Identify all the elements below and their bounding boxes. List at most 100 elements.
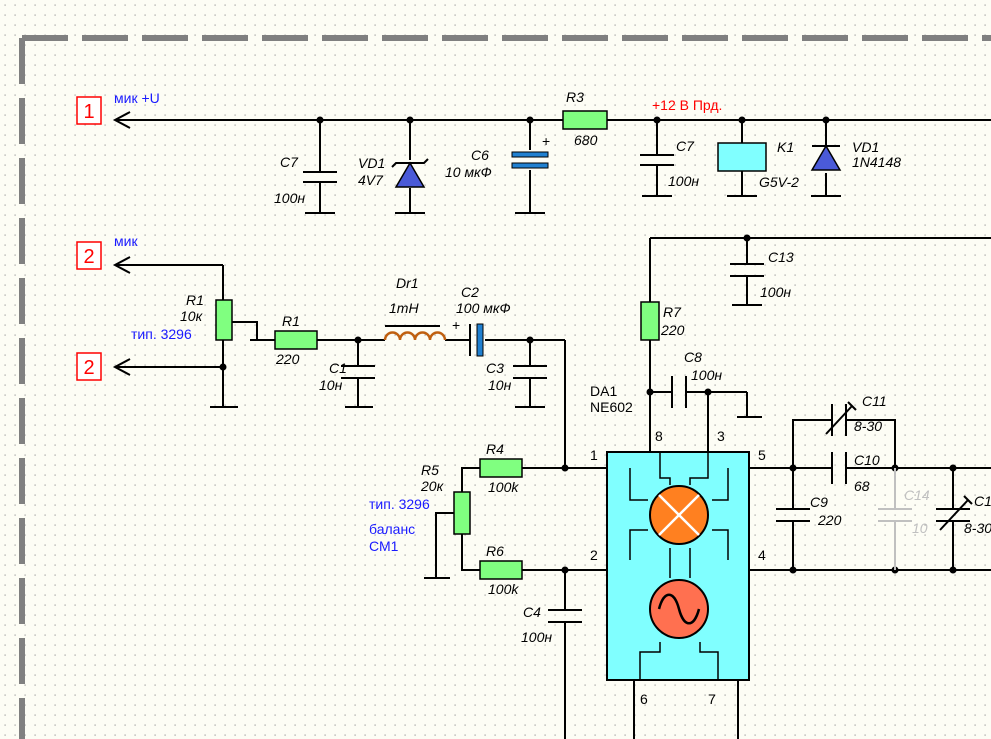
c7b-val: 100н — [668, 173, 699, 189]
capacitor-c10 — [831, 452, 847, 484]
connector-2-mic: 2 — [76, 241, 102, 270]
r7-val: 220 — [660, 322, 685, 338]
c10-ref: C10 — [854, 452, 880, 468]
c6-ref: C6 — [471, 147, 489, 163]
c9-val: 220 — [817, 512, 842, 528]
vd1-ref: VD1 — [358, 155, 385, 171]
connector-2b-num: 2 — [83, 357, 94, 379]
trimmer-r5 — [453, 491, 471, 535]
c11-ref: C11 — [862, 393, 887, 409]
resistor-r6 — [479, 560, 523, 580]
r1-val: 10к — [180, 308, 204, 324]
c13-ref: C13 — [768, 249, 794, 265]
chip-pin-4: 4 — [758, 547, 766, 563]
capacitor-c1 — [341, 365, 375, 379]
capacitor-c9 — [776, 508, 810, 522]
sheet-border — [19, 35, 991, 739]
k1-ref: K1 — [777, 139, 794, 155]
chip-pin-8: 8 — [655, 428, 663, 444]
dr1-val: 1mH — [389, 300, 419, 316]
capacitor-c3 — [513, 365, 547, 379]
capacitor-c13 — [730, 263, 764, 277]
c6-val: 10 мкФ — [445, 164, 492, 180]
trimmer-capacitor-c11 — [825, 401, 857, 436]
r5-ref: R5 — [421, 462, 439, 478]
c14-val: 10 — [912, 520, 928, 536]
c8-val: 100н — [691, 367, 722, 383]
chip-pin-7: 7 — [708, 691, 716, 707]
c12-val: 8-30 — [964, 520, 991, 536]
resistor-r1-220 — [274, 330, 318, 350]
r1s-val: 220 — [275, 351, 300, 367]
c4-ref: C4 — [523, 604, 541, 620]
c2-ref: C2 — [461, 284, 479, 300]
c6-pol: + — [542, 133, 550, 149]
capacitor-c2 — [469, 323, 484, 357]
dr1-ref: Dr1 — [396, 275, 419, 291]
balance-wiring — [424, 464, 739, 739]
connector-1-num: 1 — [83, 101, 94, 123]
r4-ref: R4 — [486, 441, 504, 457]
connector-2a-label: мик — [114, 233, 138, 249]
c14-ref: C14 — [904, 487, 930, 503]
output-wiring — [749, 419, 991, 574]
chip-pin-2: 2 — [590, 547, 598, 563]
r3-ref: R3 — [566, 89, 584, 105]
vd1-val: 4V7 — [358, 172, 384, 188]
relay-k1 — [717, 142, 767, 172]
c1-val: 10н — [319, 377, 343, 393]
r1-ref: R1 — [186, 292, 204, 308]
c7b-ref: C7 — [676, 138, 695, 154]
diode-vd1-1n4148 — [810, 144, 842, 173]
r5-note2: СМ1 — [369, 538, 399, 554]
r7-ref: R7 — [663, 304, 682, 320]
r1s-ref: R1 — [282, 313, 300, 329]
connector-2a-num: 2 — [83, 246, 94, 268]
chip-pin-3: 3 — [717, 428, 725, 444]
r5-note1: баланс — [369, 521, 415, 537]
capacitor-c4 — [548, 609, 582, 623]
chip-pin-1: 1 — [590, 447, 598, 463]
capacitor-c7-right — [640, 154, 674, 166]
k1-val: G5V-2 — [759, 174, 799, 190]
resistor-r4 — [479, 458, 523, 478]
chip-supply-wiring — [646, 234, 991, 452]
c9-ref: C9 — [810, 494, 828, 510]
resistor-r3 — [562, 110, 608, 130]
vd1b-ref: VD1 — [852, 139, 879, 155]
net-label-12v: +12 В Прд. — [652, 97, 722, 113]
capacitor-c6 — [511, 150, 549, 170]
connector-2-gnd: 2 — [76, 352, 102, 381]
r3-val: 680 — [574, 132, 598, 148]
r6-val: 100k — [488, 581, 519, 597]
chip-ne602 — [606, 451, 750, 681]
c11-val: 8-30 — [854, 418, 882, 434]
resistor-r7 — [640, 301, 660, 341]
r1-type: тип. 3296 — [131, 326, 192, 342]
vd1b-val: 1N4148 — [852, 154, 901, 170]
capacitor-c14 — [878, 508, 912, 522]
chip-ref: DA1 — [590, 383, 617, 399]
capacitor-c8 — [671, 376, 687, 408]
c7-val: 100н — [274, 190, 305, 206]
trimmer-r1 — [215, 299, 233, 341]
c1-ref: C1 — [329, 360, 347, 376]
c3-ref: C3 — [486, 360, 504, 376]
r6-ref: R6 — [486, 543, 504, 559]
c12-ref-partial: C1 — [974, 493, 991, 509]
c8-ref: C8 — [684, 349, 702, 365]
c2-val: 100 мкФ — [456, 300, 511, 316]
connector-1-label: мик +U — [114, 90, 160, 106]
mic-wiring — [112, 256, 566, 468]
c4-val: 100н — [521, 629, 552, 645]
trimmer-capacitor-c12 — [936, 495, 973, 531]
inductor-dr1 — [383, 325, 447, 341]
chip-pin-6: 6 — [640, 691, 648, 707]
r4-val: 100k — [488, 479, 519, 495]
chip-part: NE602 — [590, 399, 633, 415]
c2-pol: + — [452, 317, 460, 333]
c7-ref: C7 — [280, 154, 299, 170]
c3-val: 10н — [488, 377, 512, 393]
c13-val: 100н — [760, 284, 791, 300]
